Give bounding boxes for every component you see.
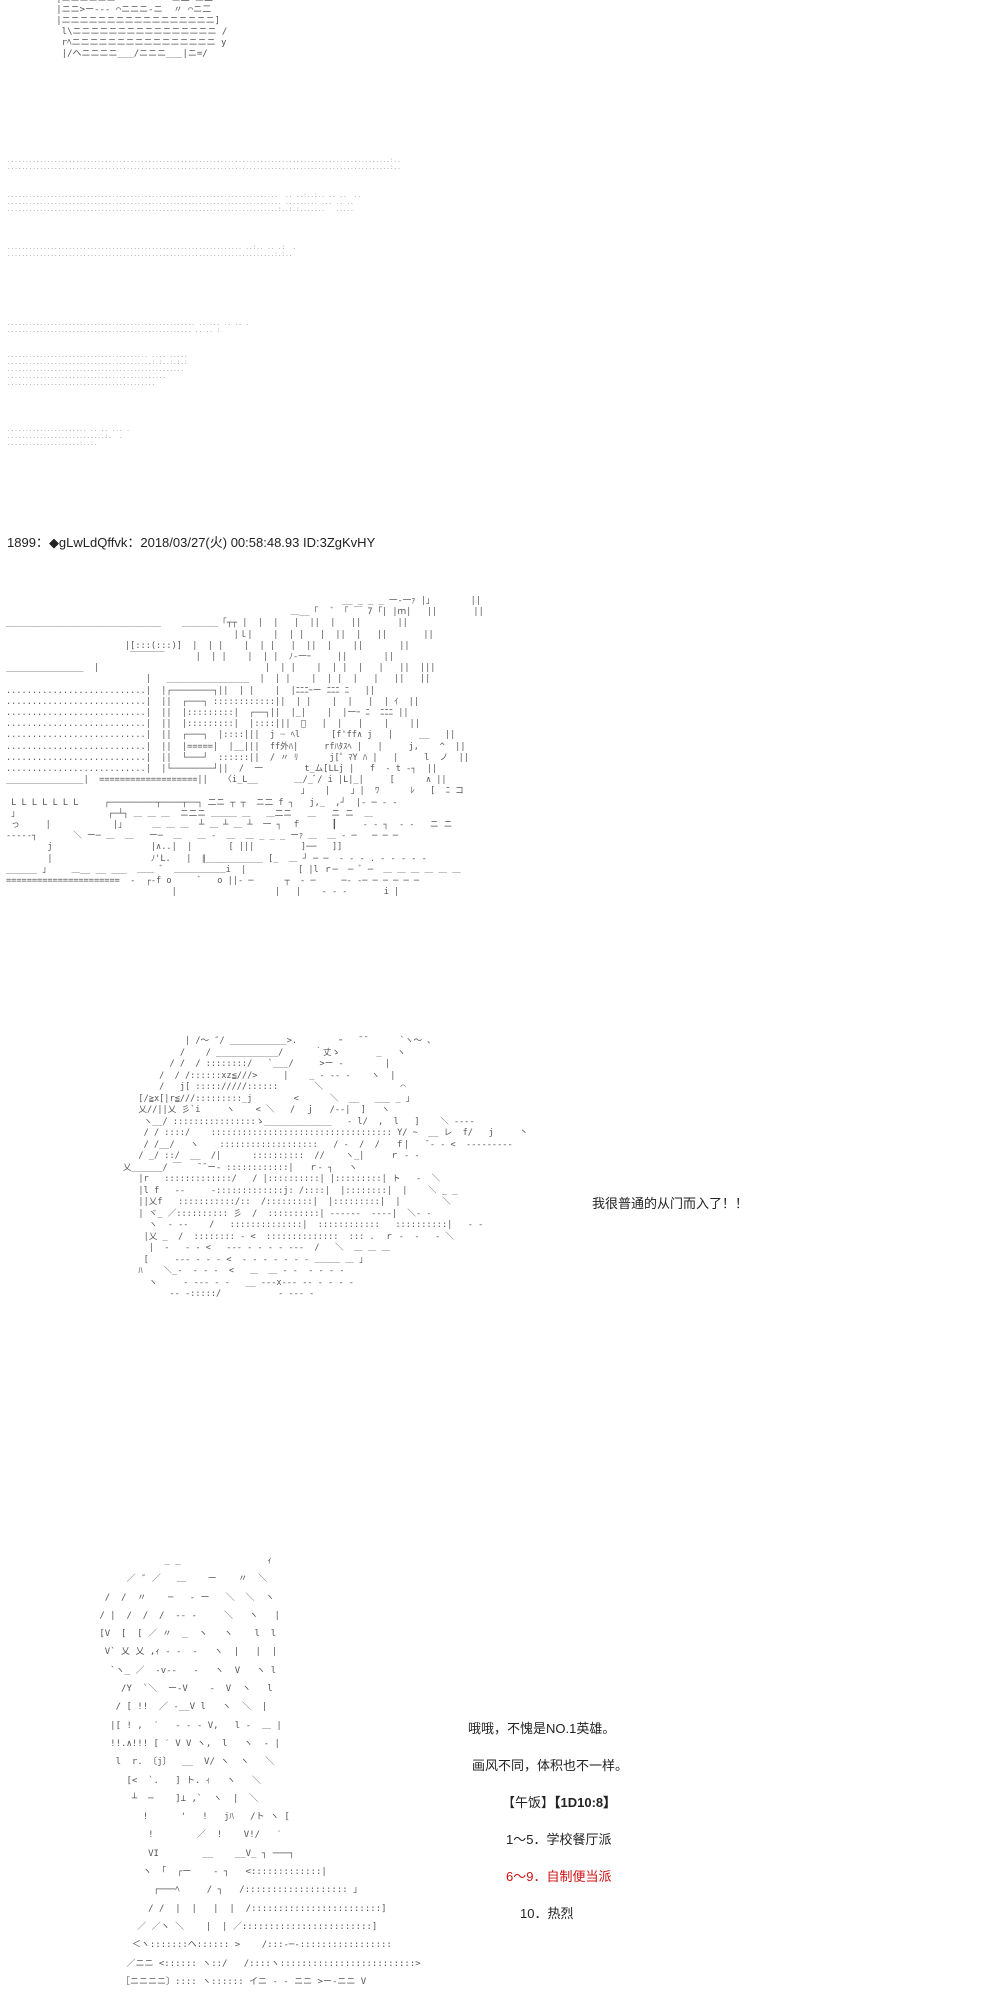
style-caption: 画风不同，体积也不一样。 <box>472 1758 629 1773</box>
post-separator-2: ： <box>127 535 141 550</box>
dotted-block-3: ........................................… <box>7 244 296 258</box>
lunch-dice-result: 【1D10:8】 <box>554 1795 617 1810</box>
lunch-choice-list: 【午饭】【1D10:8】 1～5．学校餐厅派 6～9．自制便当派 10．热烈 <box>472 1793 616 1941</box>
hero-caption: 哦哦，不愧是NO.1英雄。 <box>468 1721 616 1736</box>
character-face-ascii-art: _ _ ｨ ／ ″ ／ ＿ ー 〃 ＼ / / 〃 ─ ‐ ー ＼ ＼ ヽ / … <box>99 1556 421 1987</box>
dotted-block-5: ....................................... … <box>7 352 188 387</box>
post-separator: ： <box>35 535 49 550</box>
choice-option-3: 10．热烈 <box>520 1906 574 1921</box>
dotted-block-2: ........................................… <box>7 192 362 213</box>
post-date: 2018/03/27(火) 00:58:48.93 <box>140 535 300 550</box>
entrance-caption: 我很普通的从门而入了！！ <box>592 1196 749 1211</box>
character-entrance-ascii-art: | /～ ″/ ___________>. ｰ ̄ ̄ `ヽ～ ､ / / __… <box>122 1036 529 1299</box>
top-ascii-art: |ニニニニニニ「 ̄ ̄ ̄ ̄ 〃 ニ二 ニ二 |ニニ>ー-‐- ⌒ニニニ‐ニ… <box>56 0 228 59</box>
post-id: ID:3ZgKvHY <box>303 535 376 550</box>
post-header: 1899：◆gLwLdQffvk：2018/03/27(火) 00:58:48.… <box>7 532 375 551</box>
post-number: 1899 <box>7 535 36 550</box>
dotted-block-1: ........................................… <box>7 157 401 171</box>
classroom-scene-ascii-art: __ _ _ _ 一-一ｧ |」 || ＿__「 ﾞ 「 ￣ 7 ｢| |ｍ| … <box>6 596 484 898</box>
choice-option-2: 6～9．自制便当派 <box>506 1869 612 1884</box>
dotted-block-4: ........................................… <box>7 320 250 334</box>
lunch-header-label: 【午饭】 <box>502 1795 555 1810</box>
lunch-dice-header: 【午饭】【1D10:8】 <box>502 1793 616 1830</box>
post-trip: ◆gLwLdQffvk <box>48 535 128 550</box>
dotted-block-6: ...................... .. .. ... . .....… <box>7 426 130 447</box>
choice-option-1: 1～5．学校餐厅派 <box>506 1832 612 1847</box>
